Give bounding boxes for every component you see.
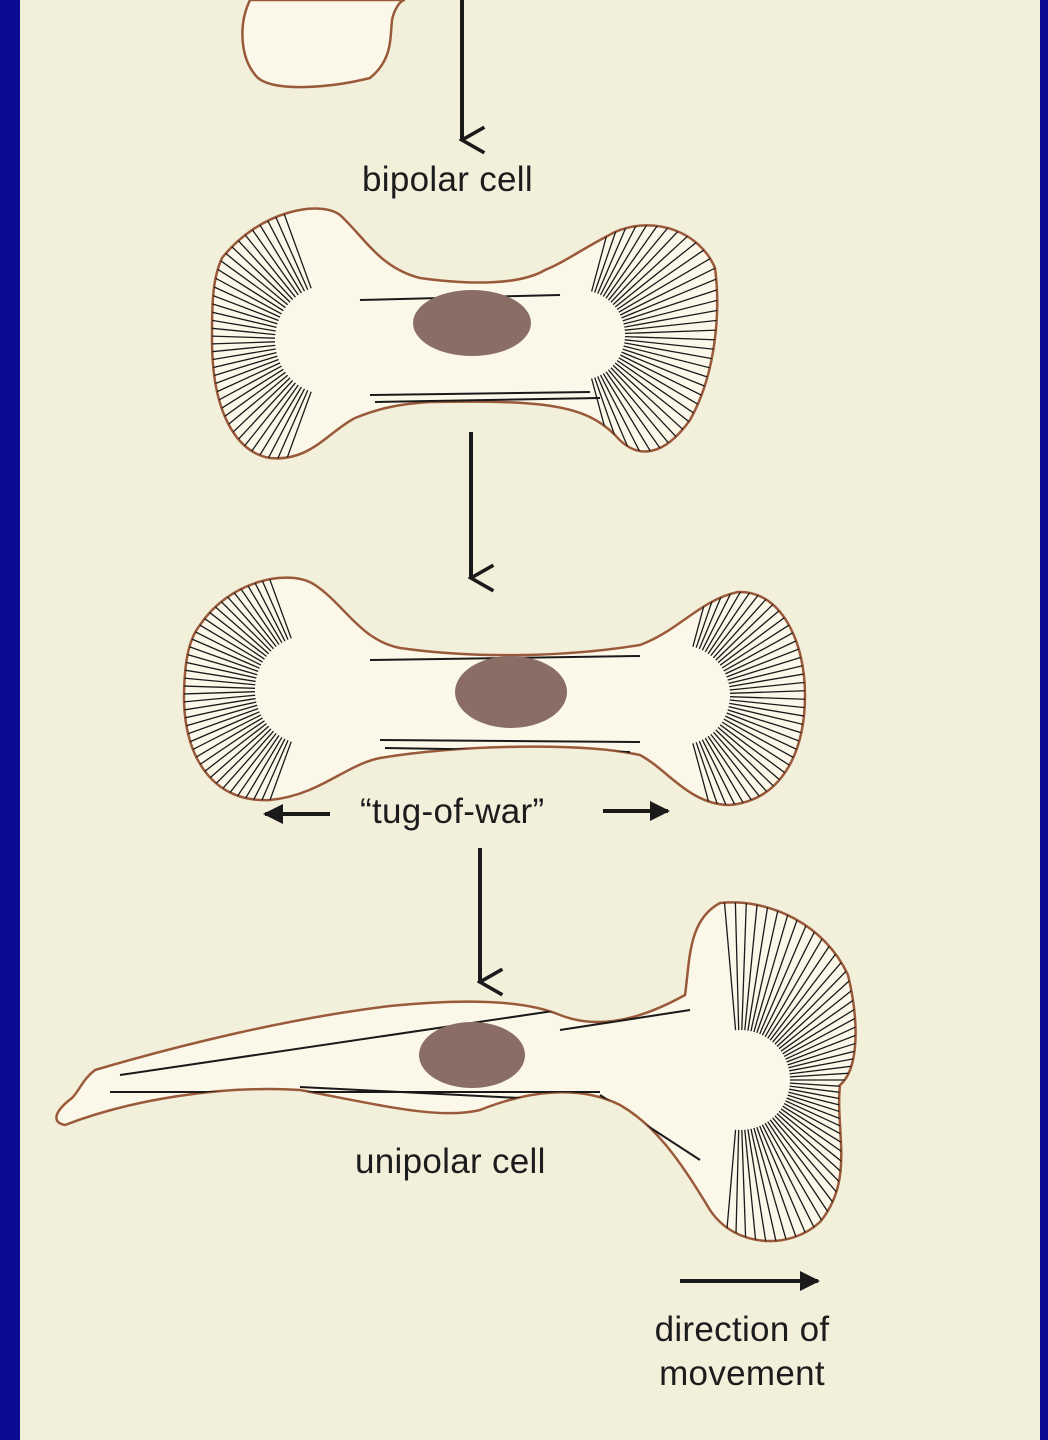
cell-polarization-diagram <box>20 0 1040 1440</box>
tug-of-war-label: “tug-of-war” <box>360 794 544 829</box>
nucleus <box>455 656 567 728</box>
bipolar-cell <box>170 181 740 491</box>
direction-label-line2: movement <box>659 1356 825 1391</box>
unipolar-cell-label: unipolar cell <box>355 1144 546 1179</box>
direction-label-line1: direction of <box>655 1312 830 1347</box>
bipolar-cell-label: bipolar cell <box>362 162 533 197</box>
nucleus <box>419 1022 525 1088</box>
nucleus <box>413 290 531 356</box>
previous-cell-fragment <box>242 0 405 87</box>
unipolar-cell <box>56 880 940 1280</box>
photographed-page: bipolar cell “tug-of-war” unipolar cell … <box>20 0 1040 1440</box>
